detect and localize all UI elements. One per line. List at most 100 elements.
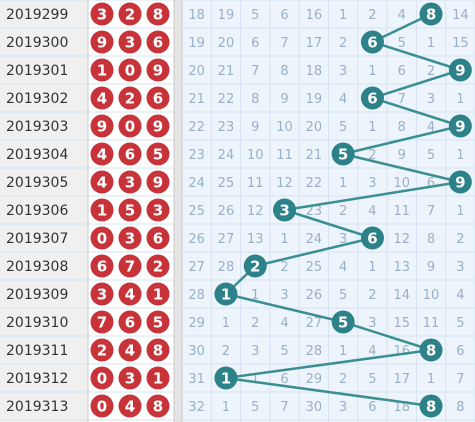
omission-value: 20 xyxy=(306,120,323,135)
omission-value: 3 xyxy=(368,316,376,331)
omission-value: 11 xyxy=(393,204,410,219)
omission-value: 27 xyxy=(188,260,205,275)
draw-ball-number: 4 xyxy=(97,146,107,164)
draw-ball xyxy=(118,30,142,54)
omission-value: 1 xyxy=(222,316,230,331)
draw-ball-number: 8 xyxy=(153,6,163,24)
omission-value: 3 xyxy=(368,176,376,191)
omission-value: 13 xyxy=(393,260,410,275)
draw-ball xyxy=(118,338,142,362)
hit-ball-number: 5 xyxy=(338,314,348,332)
omission-value: 1 xyxy=(368,64,376,79)
draw-ball-number: 3 xyxy=(125,174,135,192)
draw-ball xyxy=(118,254,142,278)
hit-ball-number: 1 xyxy=(221,286,231,304)
draw-ball-number: 0 xyxy=(125,118,135,136)
omission-value: 5 xyxy=(251,8,259,23)
draw-ball xyxy=(90,86,114,110)
omission-value: 3 xyxy=(456,260,464,275)
omission-value: 2 xyxy=(427,64,435,79)
draw-ball-number: 4 xyxy=(125,286,135,304)
omission-value: 13 xyxy=(247,232,264,247)
draw-ball-number: 4 xyxy=(97,90,107,108)
draw-ball xyxy=(90,170,114,194)
draw-ball xyxy=(146,198,170,222)
hit-ball xyxy=(331,142,355,166)
omission-value: 12 xyxy=(276,176,293,191)
draw-ball-number: 4 xyxy=(125,342,135,360)
draw-ball xyxy=(90,142,114,166)
draw-ball xyxy=(118,310,142,334)
hit-ball xyxy=(360,226,384,250)
draw-ball-number: 7 xyxy=(97,314,107,332)
omission-value: 32 xyxy=(188,400,205,415)
period-label: 2019302 xyxy=(6,91,68,107)
omission-value: 2 xyxy=(222,344,230,359)
omission-value: 31 xyxy=(188,372,205,387)
omission-value: 4 xyxy=(280,316,288,331)
draw-ball xyxy=(146,338,170,362)
omission-value: 8 xyxy=(456,400,464,415)
omission-value: 14 xyxy=(393,288,410,303)
draw-ball-number: 2 xyxy=(125,90,135,108)
omission-value: 4 xyxy=(339,92,347,107)
hit-ball xyxy=(448,58,472,82)
omission-value: 4 xyxy=(368,204,376,219)
draw-ball-number: 8 xyxy=(153,398,163,416)
draw-ball xyxy=(146,282,170,306)
draw-ball xyxy=(146,366,170,390)
hit-ball-number: 9 xyxy=(455,174,465,192)
omission-value: 6 xyxy=(280,372,288,387)
omission-value: 1 xyxy=(368,120,376,135)
omission-value: 11 xyxy=(247,176,264,191)
draw-ball-number: 2 xyxy=(125,6,135,24)
draw-ball-number: 0 xyxy=(97,370,107,388)
hit-ball-number: 6 xyxy=(367,230,377,248)
hit-ball-number: 6 xyxy=(367,34,377,52)
hit-ball-number: 2 xyxy=(250,258,260,276)
hit-ball xyxy=(243,254,267,278)
omission-value: 22 xyxy=(218,92,235,107)
draw-ball-number: 3 xyxy=(125,230,135,248)
omission-value: 2 xyxy=(456,232,464,247)
draw-ball-number: 6 xyxy=(97,258,107,276)
draw-ball xyxy=(90,30,114,54)
period-label: 2019312 xyxy=(6,371,68,387)
draw-ball xyxy=(118,58,142,82)
omission-value: 24 xyxy=(306,232,323,247)
omission-value: 26 xyxy=(306,288,323,303)
omission-value: 20 xyxy=(188,64,205,79)
draw-ball-number: 5 xyxy=(153,314,163,332)
omission-value: 12 xyxy=(247,204,264,219)
omission-value: 2 xyxy=(368,288,376,303)
omission-value: 9 xyxy=(398,148,406,163)
period-column-bg xyxy=(0,0,88,422)
omission-value: 29 xyxy=(188,316,205,331)
hit-ball xyxy=(360,30,384,54)
draw-ball-number: 1 xyxy=(97,62,107,80)
draw-ball xyxy=(90,366,114,390)
hit-ball-number: 8 xyxy=(426,6,436,24)
omission-value: 28 xyxy=(218,260,235,275)
omission-value: 3 xyxy=(251,344,259,359)
period-label: 2019306 xyxy=(6,203,68,219)
draw-ball xyxy=(146,170,170,194)
omission-value: 14 xyxy=(452,8,469,23)
omission-value: 26 xyxy=(188,232,205,247)
draw-ball xyxy=(118,170,142,194)
omission-value: 15 xyxy=(452,36,469,51)
draw-ball xyxy=(90,2,114,26)
draw-ball xyxy=(90,338,114,362)
hit-ball-number: 9 xyxy=(455,62,465,80)
omission-value: 28 xyxy=(188,288,205,303)
draw-ball xyxy=(118,2,142,26)
draw-ball-number: 0 xyxy=(97,398,107,416)
draw-ball xyxy=(118,394,142,418)
draw-ball-number: 0 xyxy=(125,62,135,80)
omission-value: 11 xyxy=(276,148,293,163)
draw-ball xyxy=(90,282,114,306)
omission-value: 9 xyxy=(280,92,288,107)
omission-value: 8 xyxy=(427,232,435,247)
